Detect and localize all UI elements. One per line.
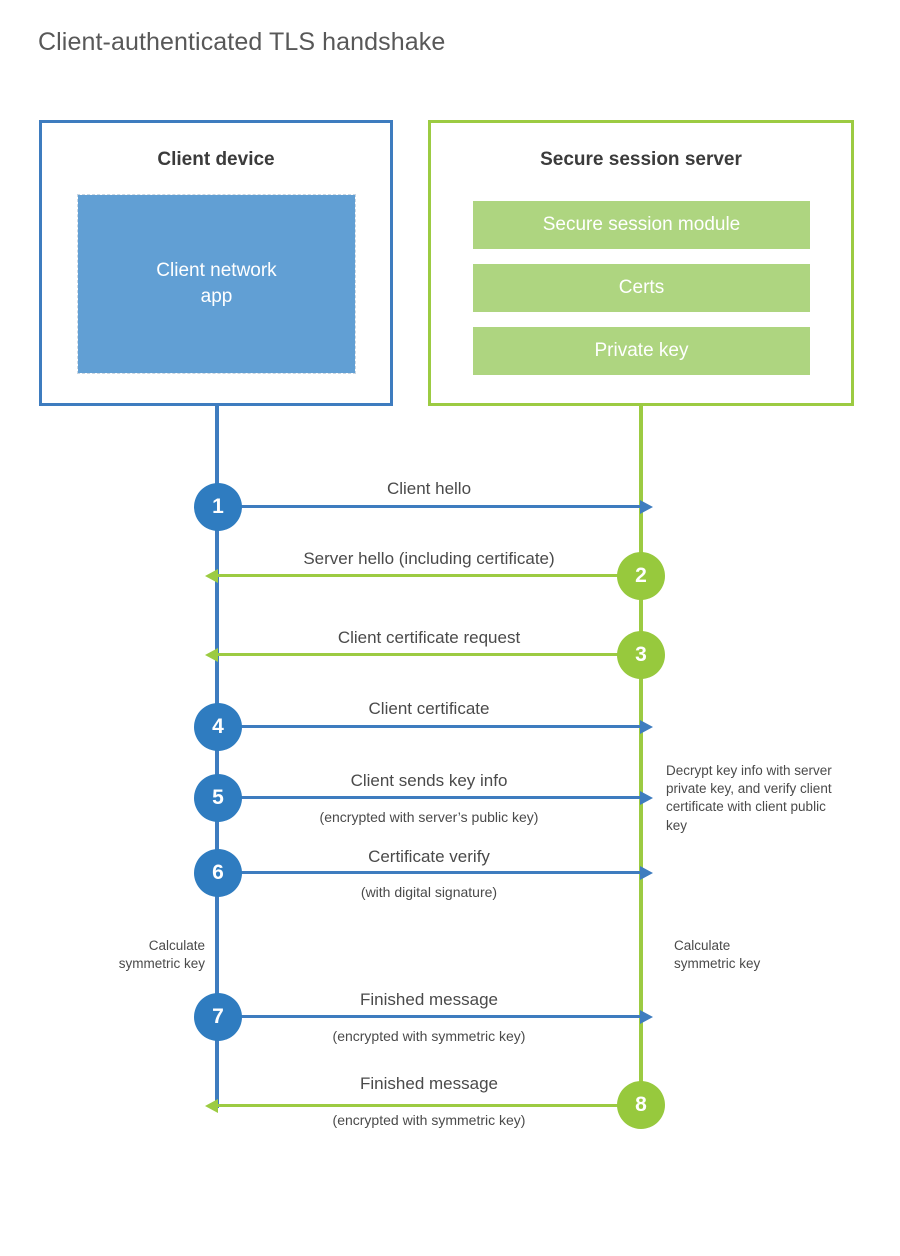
step-1-badge: 1 bbox=[194, 483, 242, 531]
step-3-badge: 3 bbox=[617, 631, 665, 679]
arrowhead-right-icon bbox=[640, 1009, 653, 1024]
step-8-label: Finished message bbox=[360, 1074, 498, 1093]
arrowhead-left-icon bbox=[205, 1098, 218, 1113]
step-6-badge: 6 bbox=[194, 849, 242, 897]
step-7-label: Finished message bbox=[360, 990, 498, 1009]
step-2-badge: 2 bbox=[617, 552, 665, 600]
step-5-arrow bbox=[217, 790, 653, 805]
step-4-label: Client certificate bbox=[368, 699, 490, 718]
step-1-label: Client hello bbox=[386, 479, 472, 498]
step-5-badge: 5 bbox=[194, 774, 242, 822]
server-component-certs: Certs bbox=[473, 264, 810, 312]
arrowhead-left-icon bbox=[205, 568, 218, 583]
step-4-arrow bbox=[217, 719, 653, 734]
arrowhead-right-icon bbox=[640, 499, 653, 514]
step-6-label: Certificate verify bbox=[368, 847, 490, 866]
step-3-arrow bbox=[205, 647, 641, 662]
step-7-badge: 7 bbox=[194, 993, 242, 1041]
page-title: Client-authenticated TLS handshake bbox=[38, 28, 446, 56]
step-6-sublabel: (with digital signature) bbox=[360, 884, 498, 900]
step-2-label: Server hello (including certificate) bbox=[303, 549, 555, 568]
server-component-private-key: Private key bbox=[473, 327, 810, 375]
secure-session-server-title: Secure session server bbox=[540, 149, 742, 170]
step-7-sublabel: (encrypted with symmetric key) bbox=[332, 1028, 526, 1044]
step-8-badge: 8 bbox=[617, 1081, 665, 1129]
step-7-arrow bbox=[217, 1009, 653, 1024]
arrowhead-right-icon bbox=[640, 719, 653, 734]
arrowhead-right-icon bbox=[640, 865, 653, 880]
client-lifeline bbox=[215, 403, 219, 1108]
arrowhead-left-icon bbox=[205, 647, 218, 662]
secure-session-server-box: Secure session server Secure session mod… bbox=[428, 120, 854, 406]
step-8-sublabel: (encrypted with symmetric key) bbox=[332, 1112, 526, 1128]
step-4-badge: 4 bbox=[194, 703, 242, 751]
step-5-sublabel: (encrypted with server’s public key) bbox=[319, 809, 539, 825]
step-3-label: Client certificate request bbox=[337, 628, 521, 647]
server-component-secure-session-module: Secure session module bbox=[473, 201, 810, 249]
server-decrypt-note: Decrypt key info with server private key… bbox=[666, 763, 832, 833]
arrowhead-right-icon bbox=[640, 790, 653, 805]
step-5-label: Client sends key info bbox=[350, 771, 508, 790]
step-8-arrow bbox=[205, 1098, 641, 1113]
client-device-title: Client device bbox=[157, 149, 275, 170]
step-6-arrow bbox=[217, 865, 653, 880]
server-lifeline bbox=[639, 403, 643, 1106]
step-1-arrow bbox=[217, 499, 653, 514]
step-2-arrow bbox=[205, 568, 641, 583]
